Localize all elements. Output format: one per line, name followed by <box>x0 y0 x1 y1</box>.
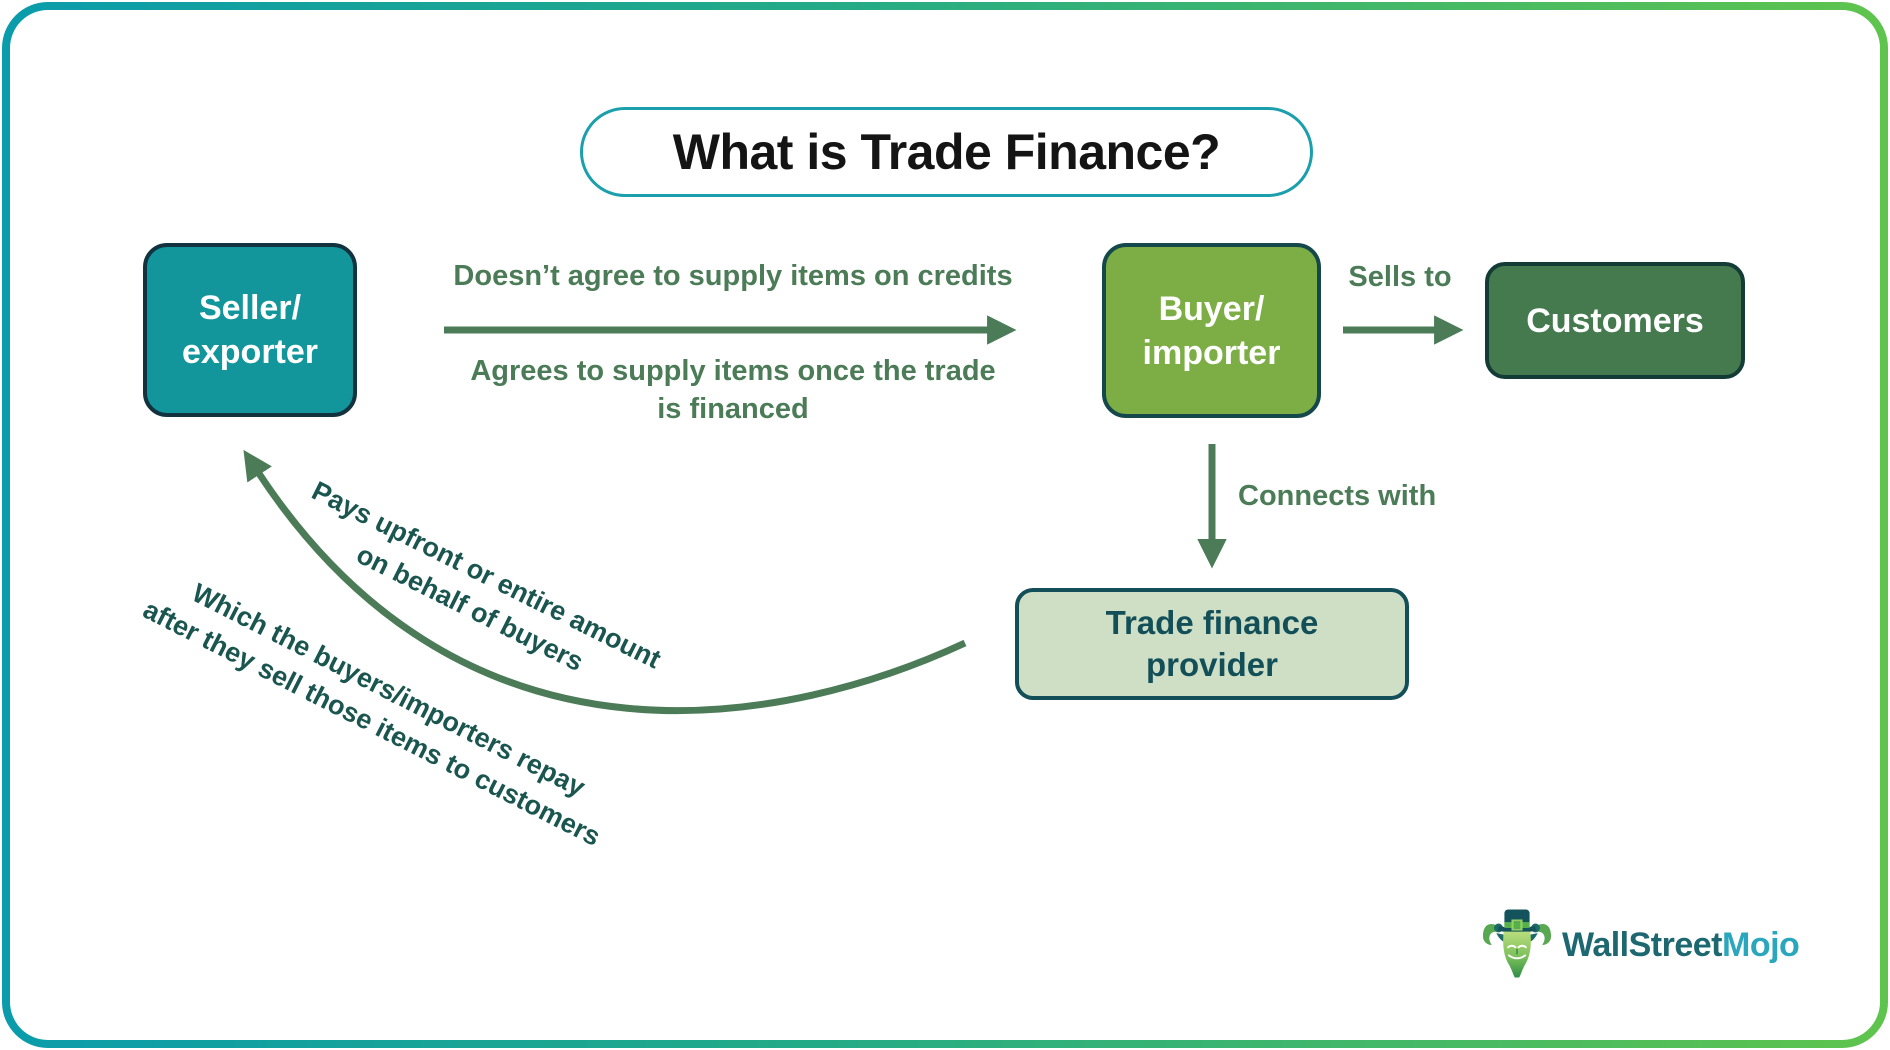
node-customers-label: Customers <box>1526 301 1704 340</box>
logo-text-mojo: Mojo <box>1722 925 1800 964</box>
label-agrees: Agrees to supply items once the trade is… <box>433 352 1033 428</box>
label-doesnt-agree: Doesn’t agree to supply items on credits <box>453 260 1013 292</box>
logo-text: WallStreetMojo <box>1562 925 1800 965</box>
node-buyer-line2: importer <box>1142 333 1281 372</box>
page-title: What is Trade Finance? <box>672 124 1221 180</box>
node-buyer-importer: Buyer/ importer <box>1102 243 1321 418</box>
node-seller-line1: Seller/ <box>198 289 302 327</box>
logo-text-wallstreet: WallStreet <box>1562 925 1723 964</box>
wallstreetmojo-logo: WallStreetMojo <box>1480 906 1800 984</box>
node-customers: Customers <box>1485 262 1745 379</box>
title-pill: What is Trade Finance? <box>580 107 1313 197</box>
label-sells-to: Sells to <box>1348 261 1452 293</box>
label-connects-with: Connects with <box>1238 480 1437 512</box>
node-provider-line2: provider <box>1145 646 1279 683</box>
label-agrees-line2: is financed <box>657 393 809 425</box>
bull-mascot-icon <box>1482 909 1552 978</box>
node-seller-line2: exporter <box>181 333 319 371</box>
node-buyer-line1: Buyer/ <box>1158 289 1265 328</box>
node-seller-exporter: Seller/ exporter <box>143 243 357 417</box>
label-agrees-line1: Agrees to supply items once the trade <box>470 355 996 387</box>
node-trade-finance-provider: Trade finance provider <box>1015 588 1409 700</box>
node-provider-line1: Trade finance <box>1105 604 1319 641</box>
